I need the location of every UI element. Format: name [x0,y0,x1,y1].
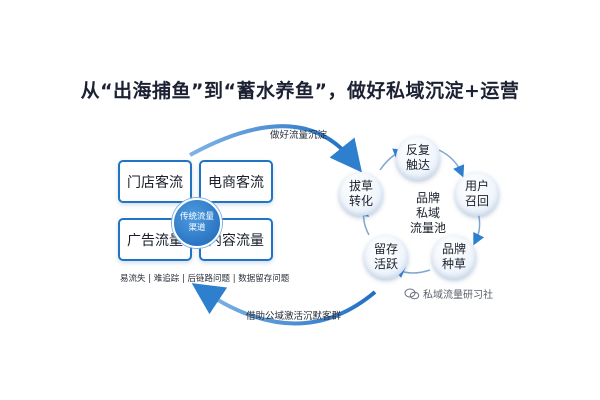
center-line-3: 流量池 [409,221,446,235]
node-brand-seeding: 品牌 种草 [432,235,476,279]
node-retention-active: 留存 活跃 [364,235,408,279]
wechat-icon [404,288,420,299]
bottom-arrow-label: 借助公域激活沉默客群 [246,311,342,322]
traffic-box-store: 门店客流 [118,160,192,203]
watermark-text: 私域流量研习社 [423,290,493,301]
node-user-recall: 用户 召回 [455,172,499,216]
center-line-1: 品牌 [415,191,440,205]
traffic-problems-note: 易流失 | 难追踪 | 后链路问题 | 数据留存问题 [120,274,290,284]
node-conversion: 拔草 转化 [339,172,383,216]
node-label-2: 转化 [348,194,373,208]
node-label-1: 用户 [464,179,489,193]
hub-line-2: 渠道 [188,223,206,233]
node-label-2: 触达 [405,158,430,172]
page-title: 从“出海捕鱼”到“蓄水养鱼”，做好私域沉淀+运营 [80,80,520,102]
private-pool-center: 品牌 私域 流量池 [400,191,456,236]
bottom-arc-arrow [191,283,377,326]
traditional-channel-hub: 传统流量 渠道 [172,198,222,248]
node-label-2: 活跃 [373,257,398,271]
hub-line-1: 传统流量 [179,212,214,222]
watermark: 私域流量研习社 [404,286,493,301]
center-line-2: 私域 [415,206,440,220]
node-label-1: 拔草 [348,179,373,193]
node-label-1: 反复 [405,143,430,157]
top-arrow-label: 做好流量沉淀 [270,130,328,141]
traffic-box-ecommerce: 电商客流 [199,160,273,203]
top-arc-arrow [189,124,363,173]
node-repeat-reach: 反复 触达 [396,136,440,180]
node-label-1: 留存 [373,242,398,256]
node-label-2: 种草 [441,257,466,271]
node-label-2: 召回 [464,194,489,208]
node-label-1: 品牌 [441,242,466,256]
